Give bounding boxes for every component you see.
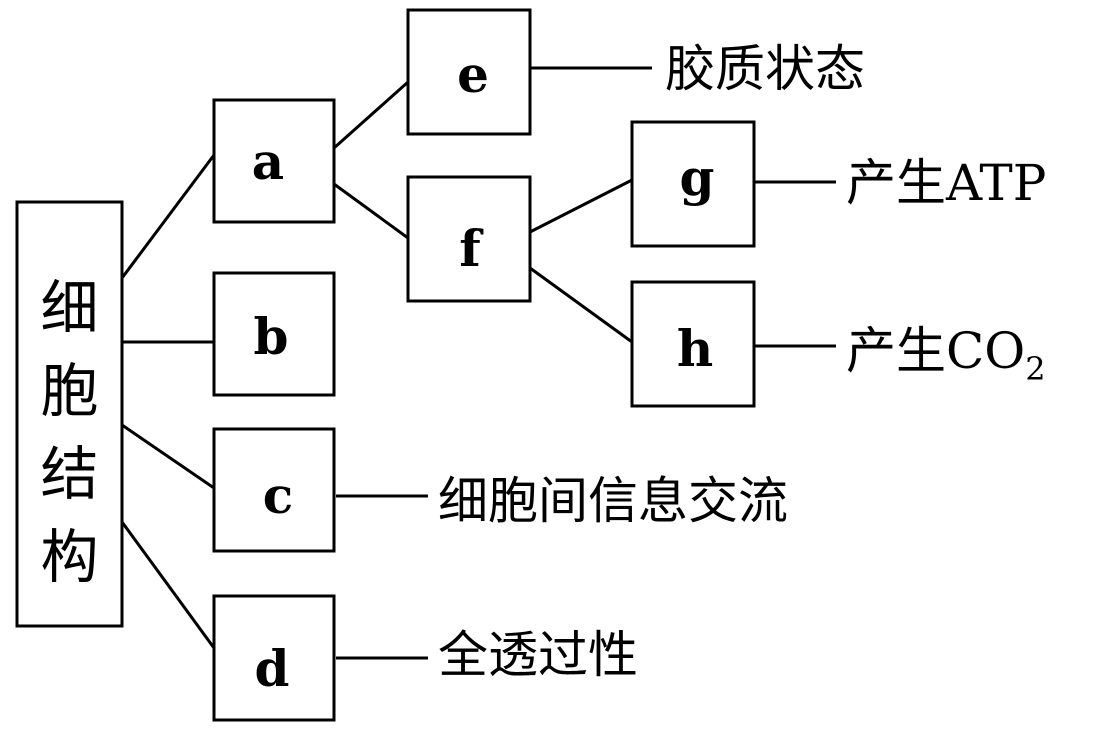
node-d-box	[212, 594, 336, 722]
node-g-box	[630, 120, 756, 248]
node-f: f	[406, 175, 532, 303]
root-box	[15, 200, 124, 628]
node-b: b	[212, 271, 336, 397]
root-char-4: 构	[40, 523, 98, 591]
node-g: g	[630, 120, 756, 248]
node-e-label: e	[457, 45, 489, 104]
desc-h-main: CO	[946, 322, 1025, 380]
node-c: c	[212, 427, 336, 553]
desc-c: 细胞间信息交流	[438, 472, 788, 530]
desc-d: 全透过性	[438, 626, 638, 684]
node-a: a	[212, 98, 336, 224]
desc-h: 产生CO2	[846, 322, 1046, 388]
desc-h-subscript: 2	[1025, 350, 1045, 388]
node-e-box	[406, 8, 532, 136]
node-f-label: f	[459, 219, 484, 278]
node-e: e	[406, 8, 532, 136]
desc-g-suffix: ATP	[945, 154, 1046, 212]
connector-f-h	[529, 266, 633, 344]
connector-a-f	[333, 182, 409, 240]
desc-g-prefix: 产生	[846, 154, 946, 212]
node-a-label: a	[252, 132, 284, 191]
root-char-1: 细	[40, 274, 98, 342]
root-char-2: 胞	[40, 357, 98, 425]
node-h-label: h	[677, 319, 713, 378]
node-d-label: d	[255, 639, 290, 698]
node-c-label: c	[263, 466, 293, 525]
node-d: d	[212, 594, 336, 722]
node-h: h	[630, 280, 756, 408]
desc-e: 胶质状态	[665, 40, 865, 98]
node-f-box	[406, 175, 532, 303]
node-c-box	[212, 427, 336, 553]
node-b-box	[212, 271, 336, 397]
root-char-3: 结	[40, 440, 98, 508]
connector-root-c	[121, 423, 215, 490]
node-g-label: g	[680, 148, 715, 207]
connector-root-a	[120, 154, 216, 279]
connector-root-d	[120, 521, 216, 649]
connector-a-e	[333, 80, 409, 150]
root-node: 细 胞 结 构	[15, 200, 124, 628]
connectors	[120, 66, 836, 660]
node-b-label: b	[254, 307, 289, 366]
desc-g: 产生ATP	[846, 154, 1046, 212]
node-a-box	[212, 98, 336, 224]
connector-f-g	[529, 178, 633, 234]
node-h-box	[630, 280, 756, 408]
desc-h-prefix: 产生	[846, 322, 946, 380]
